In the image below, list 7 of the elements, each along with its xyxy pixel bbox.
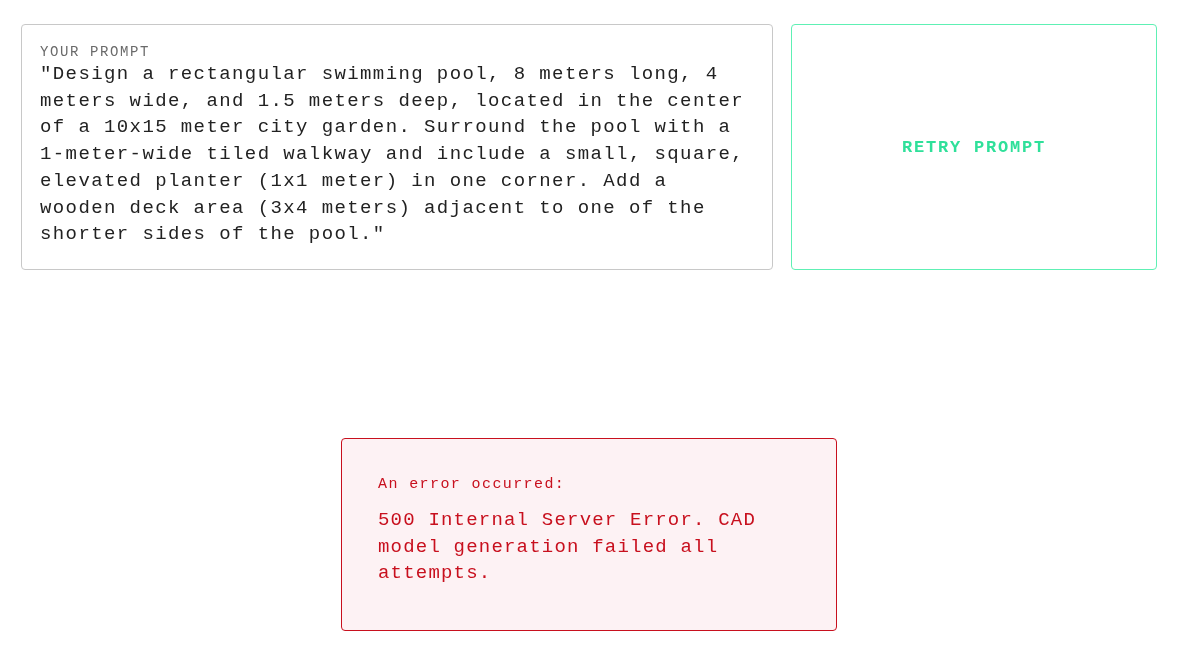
- prompt-text: "Design a rectangular swimming pool, 8 meters long, 4 meters wide, and 1.5 meters deep, located in the center of a 10x15 meter city garden. Surround the pool with a 1-meter-wide tiled walkway and include a small, square, elevated planter (1x1 meter) in one corner. Add a wooden deck area (3x4 meters) adjacent to one of the shorter sides of the pool.": [40, 62, 746, 248]
- prompt-card: [21, 24, 773, 270]
- prompt-label: YOUR PROMPT: [40, 43, 151, 61]
- error-heading: An error occurred:: [378, 475, 567, 495]
- error-message: 500 Internal Server Error. CAD model generation failed all attempts.: [378, 508, 758, 587]
- retry-button: RETRY PROMPT: [791, 24, 1157, 270]
- error-panel: [341, 438, 837, 631]
